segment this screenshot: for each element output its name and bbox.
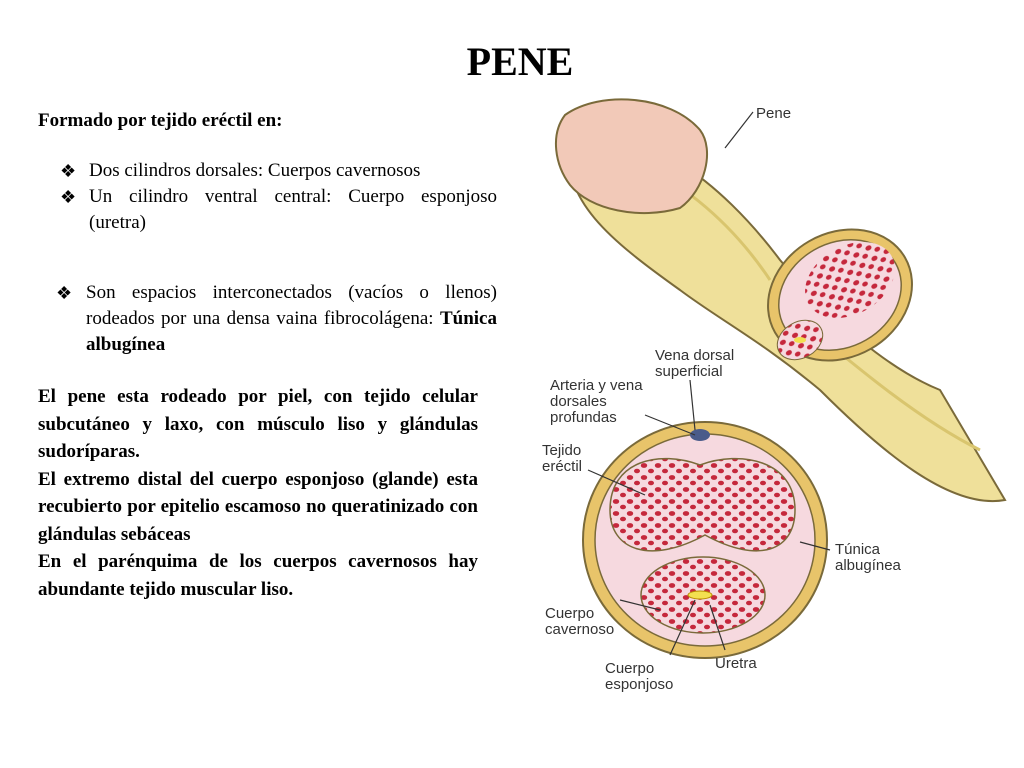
label-tunica: Túnica [835, 541, 881, 558]
penis-anatomy-illustration: Pene Vena dorsal superficial Arteria y v… [542, 98, 1007, 693]
label-pene: Pene [756, 105, 791, 122]
label-cavernoso-2: cavernoso [545, 621, 614, 638]
bullet-text: Dos cilindros dorsales: Cuerpos cavernos… [89, 160, 421, 181]
label-arteria-2: dorsales [550, 393, 607, 410]
label-esponjoso: Cuerpo [605, 660, 654, 677]
bullet-text: Son espacios interconectados (vacíos o l… [86, 282, 497, 329]
label-tejido-2: eréctil [542, 458, 582, 475]
lower-cross-section [582, 421, 828, 659]
label-arteria: Arteria y vena [550, 377, 643, 394]
paragraph-piel: El pene esta rodeado por piel, con tejid… [38, 386, 478, 462]
paragraph-parenquima: En el parénquima de los cuerpos cavernos… [38, 551, 478, 600]
label-vena-dorsal: Vena dorsal [655, 347, 734, 364]
label-tejido: Tejido [542, 442, 581, 459]
description-paragraphs: El pene esta rodeado por piel, con tejid… [38, 383, 478, 603]
bullet-text: Un cilindro ventral central: Cuerpo espo… [89, 186, 497, 233]
paragraph-glande: El extremo distal del cuerpo esponjoso (… [38, 468, 478, 545]
diamond-bullet-icon: ❖ [60, 161, 77, 181]
label-leader-lines [587, 111, 831, 656]
label-arteria-3: profundas [550, 409, 617, 426]
slide-title: PENE [466, 39, 574, 84]
diamond-bullet-icon: ❖ [60, 187, 77, 207]
glans-drawing [554, 98, 709, 214]
label-esponjoso-2: esponjoso [605, 676, 673, 693]
structure-bullet-list: ❖ Dos cilindros dorsales: Cuerpos cavern… [60, 158, 497, 236]
label-cavernoso: Cuerpo [545, 605, 594, 622]
tunica-albuginea-highlight: Túnica albugínea [86, 308, 497, 355]
bullet-cuerpos-cavernosos: ❖ Dos cilindros dorsales: Cuerpos cavern… [60, 158, 497, 184]
diamond-bullet-icon: ❖ [56, 283, 73, 303]
space-bullet-list: ❖ Son espacios interconectados (vacíos o… [56, 280, 497, 358]
label-uretra: Uretra [715, 655, 757, 672]
bullet-cuerpo-esponjoso: ❖ Un cilindro ventral central: Cuerpo es… [60, 184, 497, 236]
label-tunica-2: albugínea [835, 557, 902, 574]
bullet-espacios: ❖ Son espacios interconectados (vacíos o… [56, 280, 497, 358]
intro-text: Formado por tejido eréctil en: [38, 110, 283, 131]
label-vena-dorsal-2: superficial [655, 363, 723, 380]
upper-cross-section [767, 228, 913, 362]
